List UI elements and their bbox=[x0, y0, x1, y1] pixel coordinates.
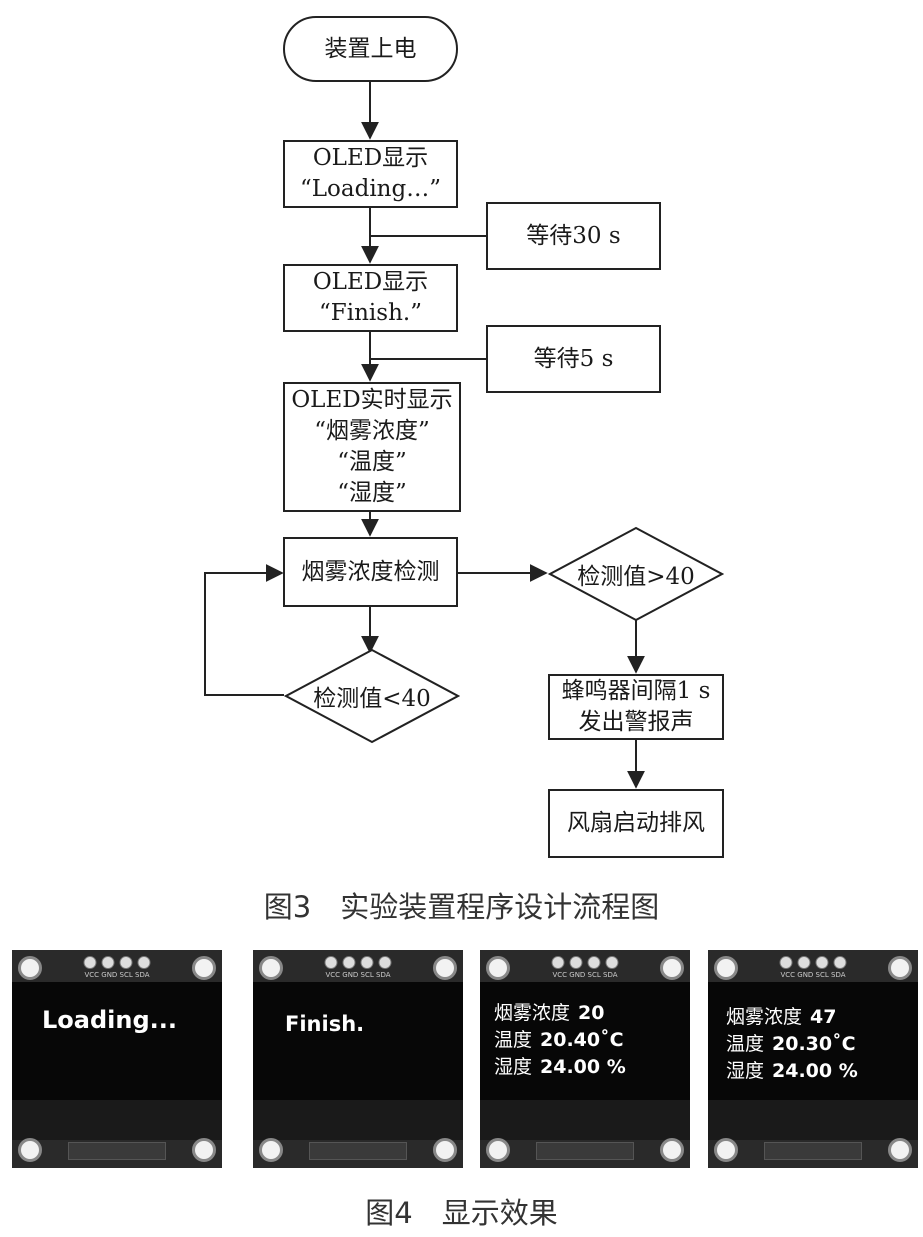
temp-value: 20.40˚C bbox=[540, 1029, 624, 1051]
mount-hole-icon bbox=[192, 1138, 216, 1162]
oled-screen bbox=[12, 982, 222, 1100]
buzzer-line2: 发出警报声 bbox=[578, 709, 694, 735]
smoke-row: 烟雾浓度 20 bbox=[494, 1000, 626, 1027]
decision-high: 检测值>40 bbox=[548, 526, 724, 622]
decision-high-label: 检测值>40 bbox=[577, 564, 695, 590]
humidity-row: 湿度 24.00 % bbox=[494, 1054, 626, 1081]
temp-label: 温度 bbox=[726, 1033, 765, 1055]
finish-text: Finish. bbox=[285, 1012, 365, 1036]
decision-low-label: 检测值<40 bbox=[313, 686, 431, 712]
oled-panel-loading: VCC GND SCL SDA Loading... bbox=[12, 950, 222, 1168]
ribbon-connector bbox=[309, 1142, 407, 1160]
mount-hole-icon bbox=[714, 956, 738, 980]
mount-hole-icon bbox=[433, 956, 457, 980]
smoke-value: 20 bbox=[578, 1002, 605, 1024]
humidity-value: 24.00 % bbox=[772, 1060, 858, 1082]
oled-realtime-node: OLED实时显示 “烟雾浓度” “温度” “湿度” bbox=[283, 382, 461, 512]
reading-lines: 烟雾浓度 47 温度 20.30˚C 湿度 24.00 % bbox=[726, 1004, 858, 1085]
mount-hole-icon bbox=[18, 1138, 42, 1162]
ribbon-connector bbox=[536, 1142, 634, 1160]
humidity-value: 24.00 % bbox=[540, 1056, 626, 1078]
oled-panel-finish: VCC GND SCL SDA Finish. bbox=[253, 950, 463, 1168]
header-pins bbox=[551, 956, 619, 969]
wait-5-label: 等待5 s bbox=[533, 345, 614, 372]
oled-bottom bbox=[480, 1100, 690, 1140]
oled-panel-reading-alarm: VCC GND SCL SDA 烟雾浓度 47 温度 20.30˚C 湿度 24.00… bbox=[708, 950, 918, 1168]
mount-hole-icon bbox=[888, 1138, 912, 1162]
oled-realtime-line2: “烟雾浓度” bbox=[314, 418, 430, 444]
wait-30-node: 等待30 s bbox=[486, 202, 661, 270]
oled-loading-line2: “Loading…” bbox=[300, 176, 441, 202]
oled-finish-node: OLED显示 “Finish.” bbox=[283, 264, 458, 332]
reading-lines: 烟雾浓度 20 温度 20.40˚C 湿度 24.00 % bbox=[494, 1000, 626, 1081]
oled-realtime-line3: “温度” bbox=[337, 449, 407, 475]
humidity-row: 湿度 24.00 % bbox=[726, 1058, 858, 1085]
oled-finish-line1: OLED显示 bbox=[312, 269, 429, 295]
mount-hole-icon bbox=[888, 956, 912, 980]
oled-panel-reading-normal: VCC GND SCL SDA 烟雾浓度 20 温度 20.40˚C 湿度 24.00… bbox=[480, 950, 690, 1168]
oled-bottom bbox=[253, 1100, 463, 1140]
humidity-label: 湿度 bbox=[726, 1060, 765, 1082]
smoke-value: 47 bbox=[810, 1006, 837, 1028]
fan-node: 风扇启动排风 bbox=[548, 789, 724, 858]
pin-labels: VCC GND SCL SDA bbox=[780, 971, 846, 979]
pin-labels: VCC GND SCL SDA bbox=[325, 971, 391, 979]
mount-hole-icon bbox=[660, 1138, 684, 1162]
oled-bottom bbox=[708, 1100, 918, 1140]
oled-screen bbox=[253, 982, 463, 1100]
wait-30-label: 等待30 s bbox=[526, 222, 621, 249]
mount-hole-icon bbox=[714, 1138, 738, 1162]
smoke-label: 烟雾浓度 bbox=[494, 1002, 571, 1024]
smoke-detect-node: 烟雾浓度检测 bbox=[283, 537, 458, 607]
mount-hole-icon bbox=[192, 956, 216, 980]
start-label: 装置上电 bbox=[324, 35, 417, 62]
header-pins bbox=[83, 956, 151, 969]
start-node: 装置上电 bbox=[283, 16, 458, 82]
wait-5-node: 等待5 s bbox=[486, 325, 661, 393]
oled-screen bbox=[708, 982, 918, 1100]
oled-realtime-line1: OLED实时显示 bbox=[291, 387, 453, 413]
decision-low: 检测值<40 bbox=[284, 648, 460, 744]
ribbon-connector bbox=[68, 1142, 166, 1160]
smoke-label: 烟雾浓度 bbox=[726, 1006, 803, 1028]
loading-text: Loading... bbox=[42, 1006, 177, 1034]
temp-value: 20.30˚C bbox=[772, 1033, 856, 1055]
mount-hole-icon bbox=[259, 956, 283, 980]
humidity-label: 湿度 bbox=[494, 1056, 533, 1078]
pin-labels: VCC GND SCL SDA bbox=[552, 971, 618, 979]
mount-hole-icon bbox=[660, 956, 684, 980]
pin-labels: VCC GND SCL SDA bbox=[84, 971, 150, 979]
header-pins bbox=[324, 956, 392, 969]
fan-label: 风扇启动排风 bbox=[567, 810, 705, 836]
header-pins bbox=[779, 956, 847, 969]
oled-screen bbox=[480, 982, 690, 1100]
figure-3-caption: 图3 实验装置程序设计流程图 bbox=[263, 890, 660, 924]
mount-hole-icon bbox=[433, 1138, 457, 1162]
buzzer-line1: 蜂鸣器间隔1 s bbox=[561, 678, 711, 704]
buzzer-node: 蜂鸣器间隔1 s 发出警报声 bbox=[548, 674, 724, 740]
oled-realtime-line4: “湿度” bbox=[337, 480, 407, 506]
mount-hole-icon bbox=[486, 956, 510, 980]
oled-bottom bbox=[12, 1100, 222, 1140]
oled-finish-line2: “Finish.” bbox=[319, 300, 422, 326]
mount-hole-icon bbox=[259, 1138, 283, 1162]
temp-row: 温度 20.40˚C bbox=[494, 1027, 626, 1054]
smoke-detect-label: 烟雾浓度检测 bbox=[301, 558, 440, 585]
oled-loading-line1: OLED显示 bbox=[312, 145, 429, 171]
smoke-row: 烟雾浓度 47 bbox=[726, 1004, 858, 1031]
mount-hole-icon bbox=[18, 956, 42, 980]
oled-loading-node: OLED显示 “Loading…” bbox=[283, 140, 458, 208]
figure-4-caption: 图4 显示效果 bbox=[365, 1196, 558, 1230]
ribbon-connector bbox=[764, 1142, 862, 1160]
temp-row: 温度 20.30˚C bbox=[726, 1031, 858, 1058]
flowchart-connectors bbox=[204, 82, 645, 789]
temp-label: 温度 bbox=[494, 1029, 533, 1051]
mount-hole-icon bbox=[486, 1138, 510, 1162]
